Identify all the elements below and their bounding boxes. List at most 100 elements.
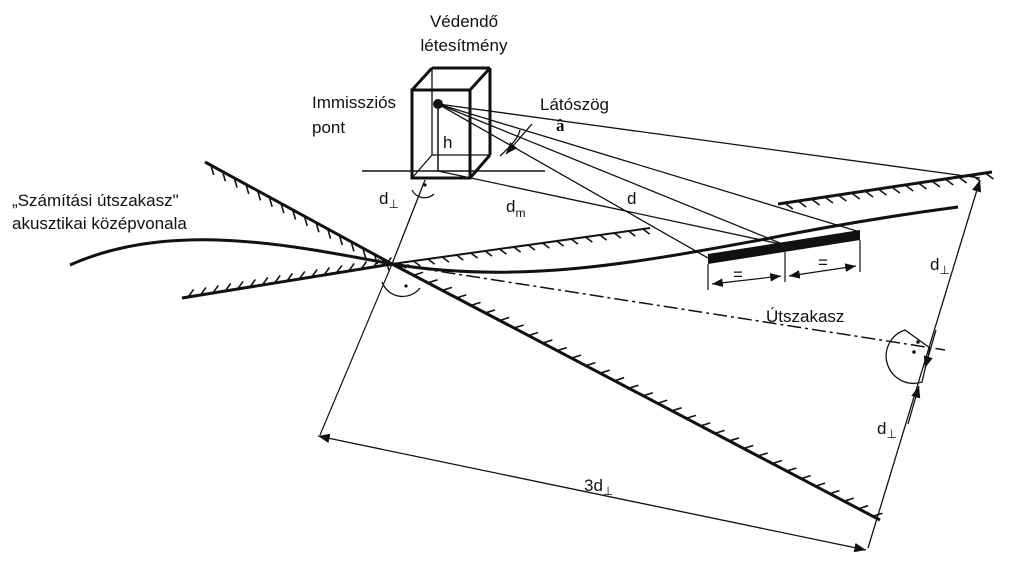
label-d-perp-right-bottom: d⊥ — [877, 419, 897, 441]
label-equal-1: = — [733, 265, 743, 284]
hatch-mark — [280, 203, 285, 214]
angle-dot — [404, 284, 408, 288]
hatch-mark — [303, 215, 308, 227]
angle-dot — [423, 183, 427, 187]
hatch-mark — [338, 235, 344, 246]
hatch-mark — [291, 209, 297, 220]
hatch-mark — [786, 467, 797, 472]
hatch-mark — [315, 222, 320, 233]
hatch-mark — [671, 407, 682, 412]
hatch-mark — [614, 376, 625, 382]
hatch-mark — [657, 399, 668, 405]
hatch-mark — [944, 178, 954, 186]
label-protected-facility-1: Védendő — [430, 12, 498, 31]
apex-to-left-line — [319, 263, 393, 436]
hatch-mark — [427, 258, 436, 265]
hatch-mark — [904, 184, 914, 192]
hatch-mark — [360, 260, 368, 270]
hatch-mark — [784, 202, 794, 210]
hatch-mark — [851, 192, 861, 200]
viewing-angle-arc — [499, 129, 521, 157]
hatch-mark — [556, 346, 567, 352]
hatch-mark — [891, 186, 901, 194]
hatch-mark — [210, 164, 215, 176]
hatch-mark — [221, 171, 227, 182]
hatch-mark — [470, 301, 481, 307]
right-dimension — [867, 179, 982, 549]
hatch-mark — [858, 504, 869, 510]
hatch-mark — [199, 286, 207, 296]
hatch-mark — [212, 284, 219, 294]
hatch-mark — [542, 242, 550, 249]
label-calc-section-2: akusztikai középvonala — [12, 214, 187, 233]
road-boundary-mid-upper — [391, 227, 651, 265]
hatch-mark — [456, 294, 467, 299]
hatch-mark — [772, 459, 783, 465]
hatch-mark — [528, 331, 539, 337]
hatch-mark — [298, 270, 306, 280]
acoustic-centerline — [69, 205, 959, 274]
label-road-section: Útszakasz — [766, 307, 844, 326]
hatch-mark — [484, 250, 493, 257]
hatch-mark — [268, 196, 273, 207]
hatch-mark — [427, 279, 438, 284]
road-boundary-lower-diagonal — [391, 262, 881, 522]
hatch-mark — [864, 190, 874, 198]
hatch-mark — [236, 280, 244, 290]
building-angle-arc — [411, 189, 435, 199]
hatch-mark — [958, 176, 968, 184]
hatch-mark — [824, 196, 834, 204]
hatch-mark — [585, 361, 596, 367]
hatch-mark — [513, 246, 522, 253]
hatch-mark — [642, 391, 654, 397]
hatch-mark — [829, 489, 840, 495]
label-height: h — [443, 133, 452, 152]
hatch-mark — [470, 252, 479, 259]
hatch-mark — [323, 266, 331, 276]
hatch-mark — [570, 238, 579, 245]
hatch-mark — [311, 268, 318, 278]
hatch-mark — [700, 422, 711, 427]
viewing-angle-arrow — [505, 123, 533, 155]
three-d-dimension — [317, 433, 867, 553]
hatch-mark — [261, 276, 269, 286]
hatch-mark — [757, 452, 768, 457]
hatch-mark — [714, 429, 725, 435]
road-section-segment — [708, 230, 860, 264]
hatch-mark — [326, 228, 332, 239]
hatch-mark — [273, 274, 281, 284]
hatch-mark — [513, 324, 524, 329]
hatch-mark — [556, 240, 565, 247]
hatch-mark — [729, 437, 740, 442]
hatch-mark — [286, 272, 294, 282]
hatch-mark — [810, 198, 821, 206]
label-d-perp-right-top: d⊥ — [930, 255, 950, 277]
hatch-mark — [499, 248, 507, 255]
road-section-line — [391, 263, 946, 351]
hatch-mark — [233, 177, 238, 188]
hatch-mark — [843, 497, 855, 502]
hatch-mark — [599, 234, 608, 241]
right-angle-dot — [912, 350, 916, 354]
hatch-mark — [571, 354, 582, 359]
label-viewing-angle: Látószög — [540, 95, 609, 114]
hatch-mark — [743, 444, 754, 450]
label-calc-section-1: „Számítási útszakasz" — [12, 191, 179, 210]
label-immission-point-1: Immissziós — [312, 93, 396, 112]
hatch-mark — [931, 180, 941, 188]
hatch-mark — [245, 184, 250, 195]
apex-angle-arc — [381, 281, 421, 298]
hatch-mark — [984, 172, 994, 180]
right-angle-dot — [916, 340, 920, 344]
hatch-mark — [542, 339, 553, 344]
hatch-mark — [350, 241, 355, 252]
hatch-mark — [628, 384, 639, 389]
hatch-mark — [499, 316, 510, 322]
hatch-mark — [413, 271, 424, 277]
hatch-mark — [441, 286, 453, 292]
hatch-mark — [249, 278, 257, 288]
label-protected-facility-2: létesítmény — [421, 36, 508, 55]
label-three-d: 3d⊥ — [584, 476, 613, 498]
hatch-mark — [335, 264, 343, 274]
